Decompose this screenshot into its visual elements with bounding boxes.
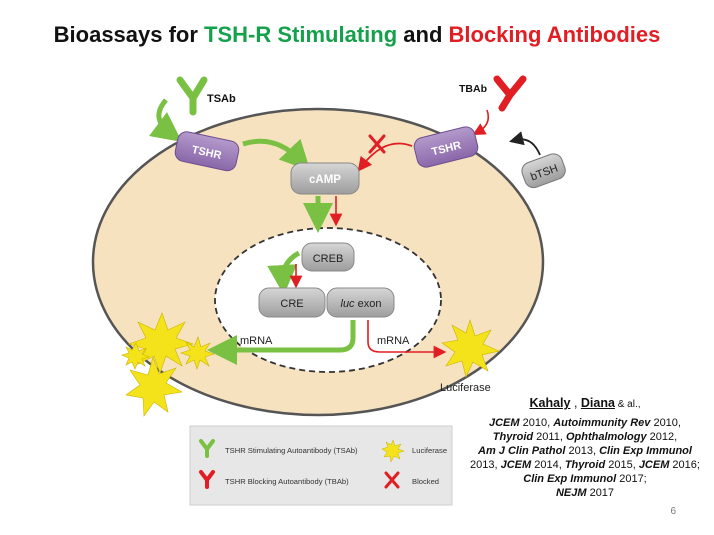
- journal: Autoimmunity Rev: [553, 417, 651, 429]
- title-part-1: Bioassays for: [53, 22, 205, 47]
- creb-label: CREB: [313, 253, 344, 265]
- legend-star-icon: [381, 439, 405, 463]
- luc-exon-label: luc exon: [341, 298, 382, 310]
- luc-exon-box: [326, 287, 395, 318]
- year: 2013,: [565, 445, 600, 457]
- journal: Ophthalmology: [565, 431, 647, 443]
- mrna-right-label: mRNA: [377, 335, 410, 347]
- blocked-x-icon: [368, 134, 386, 154]
- creb-box: [301, 242, 355, 272]
- legend-tbab-icon: [199, 470, 215, 489]
- journal: Thyroid: [492, 431, 534, 443]
- tshr-right-receptor: [413, 126, 479, 168]
- year: 2015,: [605, 459, 639, 471]
- slide-title: Bioassays for TSH-R Stimulating and Bloc…: [0, 22, 714, 48]
- journal: Am J Clin Pathol: [478, 445, 566, 457]
- legend-blocked-x-icon: [384, 471, 400, 489]
- star-icon: [125, 356, 183, 417]
- reference-line-5: Clin Exp Immunol 2017;: [450, 472, 714, 486]
- btsh-arrow: [509, 131, 541, 156]
- year: 2010,: [650, 417, 681, 429]
- legend-tbab-text: TSHR Blocking Autoantibody (TBAb): [225, 477, 349, 486]
- tbab-label: TBAb: [459, 83, 487, 95]
- stimulation-arrow: [242, 138, 311, 171]
- camp-box: [290, 162, 360, 195]
- year: 2014,: [531, 459, 565, 471]
- btsh-molecule: [521, 153, 566, 189]
- year: 2016;: [669, 459, 700, 471]
- cre-box: [258, 287, 326, 318]
- reference-line-2: Thyroid 2011, Ophthalmology 2012,: [450, 430, 714, 444]
- journal: NEJM: [555, 487, 587, 499]
- journal: Thyroid: [564, 459, 606, 471]
- luc-rest: exon: [355, 298, 382, 310]
- reference-line-4: 2013, JCEM 2014, Thyroid 2015, JCEM 2016…: [450, 458, 714, 472]
- journal: JCEM: [500, 459, 532, 471]
- creb-to-cre-green-arrow: [267, 250, 301, 295]
- reference-line-6: NEJM 2017: [450, 486, 714, 500]
- year: 2013,: [470, 459, 501, 471]
- page-number: 6: [670, 506, 676, 517]
- journal: Clin Exp Immunol: [599, 445, 692, 457]
- luciferase-label: Luciferase: [440, 382, 491, 394]
- reference-line-1: JCEM 2010, Autoimmunity Rev 2010,: [450, 416, 714, 430]
- tbab-antibody-icon: [493, 75, 527, 112]
- tsab-label: TSAb: [207, 93, 236, 105]
- luciferase-star-right: [441, 318, 500, 378]
- luciferase-stars-left: [121, 312, 215, 417]
- mrna-left-label: mRNA: [240, 335, 273, 347]
- authors-line: Kahaly , Diana & al.,: [450, 396, 714, 412]
- title-part-3: and: [397, 22, 449, 47]
- luc-italic: luc: [341, 298, 356, 310]
- journal: JCEM: [489, 417, 520, 429]
- legend-tsab-text: TSHR Stimulating Autoantibody (TSAb): [225, 446, 358, 455]
- star-icon: [121, 342, 150, 370]
- title-blocking: Blocking Antibodies: [448, 22, 661, 47]
- year: 2017;: [616, 473, 647, 485]
- star-icon: [180, 336, 215, 370]
- references-block: Kahaly , Diana & al., JCEM 2010, Autoimm…: [450, 396, 714, 500]
- cre-label: CRE: [280, 298, 303, 310]
- blocked-arrow: [357, 142, 413, 172]
- legend-blocked-text: Blocked: [412, 477, 439, 486]
- reference-line-3: Am J Clin Pathol 2013, Clin Exp Immunol: [450, 444, 714, 458]
- legend-box: [189, 425, 453, 506]
- camp-label: cAMP: [309, 174, 341, 186]
- title-stimulating: TSH-R Stimulating: [204, 22, 398, 47]
- journal: Clin Exp Immunol: [523, 473, 617, 485]
- author-kahaly: Kahaly: [529, 396, 571, 410]
- mrna-red-arrow: [367, 320, 447, 359]
- journal: JCEM: [638, 459, 670, 471]
- year: 2017: [586, 487, 615, 499]
- legend-tsab-icon: [199, 439, 215, 458]
- tbab-binding-arrow: [472, 109, 490, 136]
- year: 2012,: [646, 431, 678, 443]
- tshr-left-receptor: [174, 131, 240, 172]
- year: 2010,: [519, 417, 554, 429]
- mrna-green-arrow: [207, 320, 356, 365]
- et-al: & al.,: [614, 399, 641, 410]
- tsab-binding-arrow: [148, 98, 182, 143]
- author-separator: ,: [570, 396, 581, 410]
- tsab-antibody-icon: [176, 76, 208, 116]
- year: 2011,: [533, 431, 566, 443]
- author-diana: Diana: [580, 396, 615, 410]
- legend-luciferase-text: Luciferase: [412, 446, 447, 455]
